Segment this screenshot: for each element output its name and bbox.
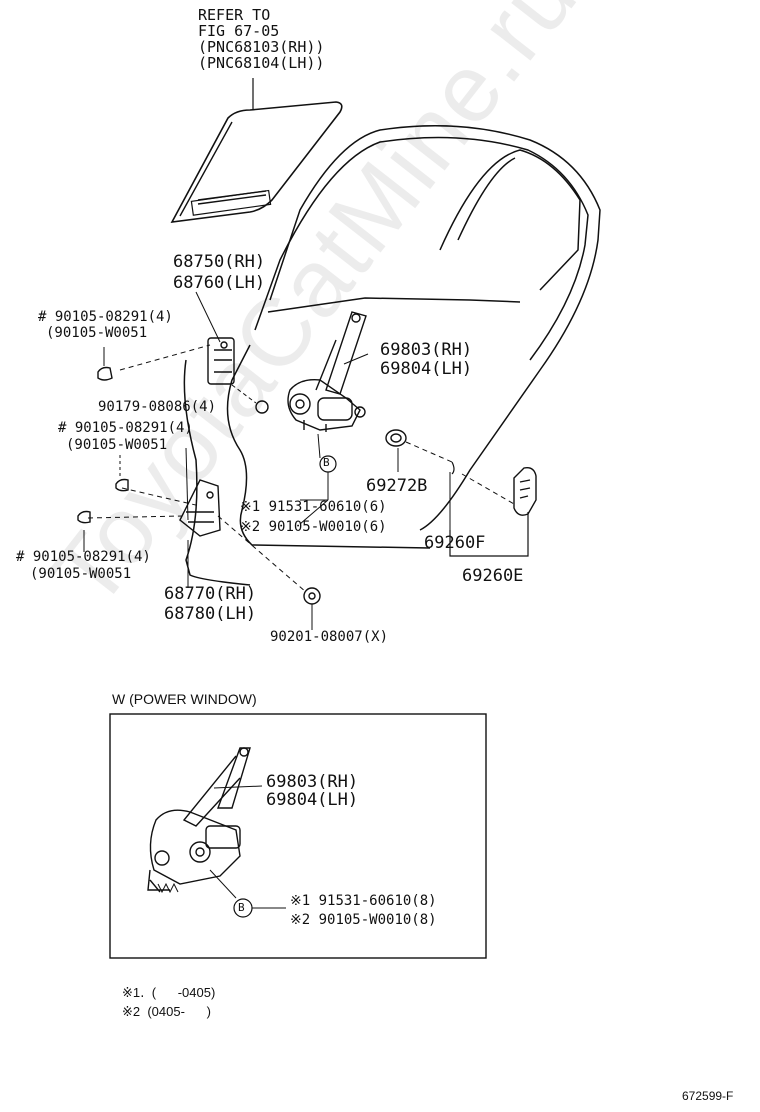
part-label-69260e: 69260E — [462, 566, 524, 586]
part-label-nut: 90179-08086(4) — [98, 399, 217, 415]
part-label-68770: 68770(RH) — [164, 584, 257, 604]
door-frame — [183, 125, 601, 586]
part-label-69804: 69804(LH) — [380, 359, 473, 379]
plug — [303, 587, 321, 630]
part-label-bolt-c: # 90105-08291(4) — [16, 549, 151, 565]
grommet — [385, 429, 453, 472]
note-2: ※2 (0405- ) — [122, 1004, 211, 1019]
ref-1: ※1 91531-60610(6) — [240, 499, 387, 515]
ref-2: ※2 90105-W0010(6) — [240, 519, 387, 535]
window-handle — [449, 461, 537, 557]
part-label-bolt-a-alt: (90105-W0051 — [46, 325, 148, 341]
inset-ref-1: ※1 91531-60610(8) — [290, 893, 437, 909]
inset-label-69803: 69803(RH) — [266, 772, 359, 792]
inset-title: W (POWER WINDOW) — [112, 691, 257, 707]
part-label-bolt-b: # 90105-08291(4) — [58, 420, 193, 436]
refer-to-line-3: (PNC68103(RH)) — [198, 38, 325, 56]
part-label-68780: 68780(LH) — [164, 604, 257, 624]
refer-to-line-1: REFER TO — [198, 6, 271, 24]
part-label-69260f: 69260F — [424, 533, 486, 553]
part-label-69272b: 69272B — [366, 476, 428, 496]
callout-b: B — [323, 456, 330, 469]
figure-id: 672599-F — [682, 1089, 734, 1103]
part-label-bolt-c-alt: (90105-W0051 — [30, 566, 132, 582]
note-1: ※1․ ( -0405) — [122, 985, 216, 1000]
inset-label-69804: 69804(LH) — [266, 790, 359, 810]
door-glass — [170, 78, 343, 223]
manual-regulator — [287, 311, 369, 525]
inset-callout-b: B — [238, 901, 245, 914]
part-label-plug: 90201-08007(X) — [270, 629, 389, 645]
part-label-69803: 69803(RH) — [380, 340, 473, 360]
inset-ref-2: ※2 90105-W0010(8) — [290, 912, 437, 928]
inset-frame — [109, 713, 487, 959]
refer-to-line-4: (PNC68104(LH)) — [198, 54, 325, 72]
part-label-bolt-b-alt: (90105-W0051 — [66, 437, 168, 453]
power-regulator — [147, 747, 286, 918]
part-label-68760: 68760(LH) — [173, 273, 266, 293]
lower-hinge — [77, 447, 307, 593]
upper-hinge — [97, 291, 235, 385]
nut — [231, 384, 269, 414]
refer-to-line-2: FIG 67-05 — [198, 22, 280, 40]
part-label-bolt-a: # 90105-08291(4) — [38, 309, 173, 325]
part-label-68750: 68750(RH) — [173, 252, 266, 272]
